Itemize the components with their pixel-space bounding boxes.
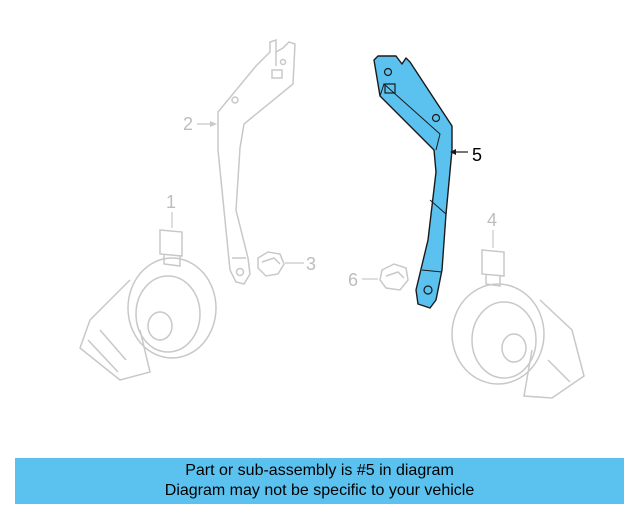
callout-4: 4	[487, 210, 497, 230]
part-3-nut	[257, 251, 285, 277]
callout-3: 3	[306, 254, 316, 274]
parts-diagram: 2 3 1 6 4	[79, 38, 585, 399]
part-6-nut	[379, 263, 409, 291]
part-5-bracket-highlighted	[373, 55, 453, 309]
part-4-horn	[451, 249, 585, 399]
callout-1: 1	[166, 192, 176, 212]
part-2-bracket	[217, 38, 296, 285]
callout-6: 6	[348, 270, 358, 290]
callout-2: 2	[183, 114, 193, 134]
arrowhead-5	[450, 149, 456, 155]
caption-line-2: Diagram may not be specific to your vehi…	[164, 482, 475, 499]
caption-bar: Part or sub-assembly is #5 in diagram Di…	[15, 458, 624, 504]
part-1-horn	[79, 229, 217, 381]
arrowhead-2	[210, 121, 217, 127]
callout-5: 5	[472, 145, 482, 165]
caption-line-1: Part or sub-assembly is #5 in diagram	[185, 462, 454, 479]
